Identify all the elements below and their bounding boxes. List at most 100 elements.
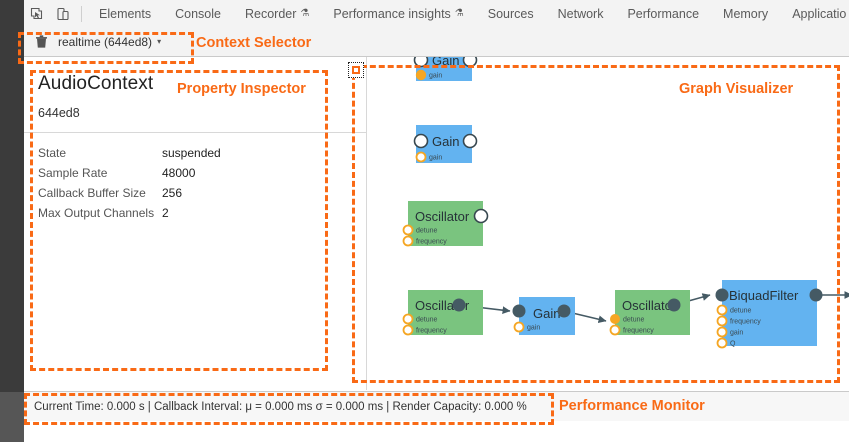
param-port-frequency[interactable]	[716, 315, 728, 327]
graph-visualizer-panel[interactable]: Gain gain Gain gain Oscillator	[367, 57, 849, 390]
property-value: 256	[162, 186, 183, 200]
param-port-gain[interactable]	[415, 151, 427, 163]
param-label: frequency	[416, 328, 447, 335]
tab-recorder[interactable]: Recorder ⚗	[233, 0, 321, 28]
inspect-cursor-icon[interactable]	[24, 0, 50, 28]
param-label: Q	[730, 341, 736, 348]
main-content: AudioContext 644ed8 State suspended Samp…	[24, 57, 849, 390]
node-type-label: Gain	[432, 134, 459, 149]
param-port-q[interactable]	[716, 337, 728, 349]
context-selector-value: realtime (644ed8)	[58, 35, 153, 49]
context-selector-bar: realtime (644ed8) ▾	[24, 28, 849, 57]
property-key: State	[38, 146, 67, 160]
annotation-label-graph-visualizer: Graph Visualizer	[679, 81, 794, 97]
node-input-port[interactable]	[715, 288, 729, 302]
property-table: State suspended Sample Rate 48000 Callba…	[38, 143, 348, 223]
node-type-label: Oscillator	[622, 298, 677, 313]
node-output-port[interactable]	[809, 288, 823, 302]
graph-node-gain-top[interactable]: Gain gain	[413, 57, 478, 81]
performance-monitor-text: Current Time: 0.000 s | Callback Interva…	[34, 401, 527, 413]
node-output-port[interactable]	[462, 133, 478, 149]
tab-label: Performance	[627, 7, 700, 21]
graph-node-biquad-1[interactable]: BiquadFilter detune frequency gain Q	[715, 280, 823, 349]
param-port-detune[interactable]	[610, 314, 620, 324]
tab-label: Performance insights	[333, 7, 451, 21]
tab-label: Console	[175, 7, 221, 21]
bottom-filler	[24, 421, 849, 442]
param-label: detune	[623, 317, 645, 324]
table-row: State suspended	[38, 143, 348, 163]
node-output-port[interactable]	[462, 57, 478, 68]
graph-node-gain-3[interactable]: Gain gain	[512, 297, 576, 335]
tab-application[interactable]: Applicatio	[780, 0, 849, 28]
tab-performance[interactable]: Performance	[615, 0, 711, 28]
node-output-port[interactable]	[452, 298, 466, 312]
param-label: gain	[429, 73, 442, 80]
tab-console[interactable]: Console	[163, 0, 233, 28]
node-input-port[interactable]	[512, 304, 526, 318]
page-title: AudioContext	[38, 73, 154, 94]
param-label: gain	[730, 330, 743, 337]
param-port-gain[interactable]	[415, 69, 427, 81]
param-port-frequency[interactable]	[402, 235, 414, 247]
audio-graph-svg[interactable]: Gain gain Gain gain Oscillator	[367, 57, 849, 390]
annotation-label-context-selector: Context Selector	[196, 35, 312, 51]
graph-node-osc-1[interactable]: Oscillator detune frequency	[402, 201, 489, 247]
param-port-detune[interactable]	[402, 224, 414, 236]
param-port-frequency[interactable]	[402, 324, 414, 336]
table-row: Callback Buffer Size 256	[38, 183, 348, 203]
panel-divider[interactable]	[366, 57, 367, 390]
param-port-detune[interactable]	[716, 304, 728, 316]
property-value: 48000	[162, 166, 196, 180]
param-port-gain[interactable]	[716, 326, 728, 338]
tab-network[interactable]: Network	[546, 0, 616, 28]
node-body[interactable]	[615, 290, 690, 335]
node-output-port[interactable]	[667, 298, 681, 312]
trash-icon[interactable]	[28, 35, 54, 49]
node-input-port[interactable]	[413, 57, 429, 68]
node-output-port[interactable]	[557, 304, 571, 318]
selection-handle[interactable]	[348, 62, 364, 78]
tab-label: Sources	[487, 7, 534, 21]
param-label: frequency	[623, 328, 654, 335]
property-value: suspended	[162, 146, 221, 160]
table-row: Max Output Channels 2	[38, 203, 348, 223]
node-input-port[interactable]	[413, 133, 429, 149]
node-body[interactable]	[408, 290, 483, 335]
node-output-port[interactable]	[473, 208, 489, 224]
experiment-flask-icon: ⚗	[300, 8, 310, 19]
inspector-divider	[24, 132, 366, 133]
node-type-label: BiquadFilter	[729, 288, 799, 303]
device-toolbar-icon[interactable]	[50, 0, 76, 28]
tab-elements[interactable]: Elements	[87, 0, 163, 28]
node-type-label: Gain	[533, 306, 560, 321]
tab-memory[interactable]: Memory	[711, 0, 780, 28]
tab-label: Memory	[723, 7, 769, 21]
param-label: detune	[416, 228, 438, 235]
node-body[interactable]	[408, 201, 483, 246]
experiment-flask-icon: ⚗	[454, 8, 464, 19]
param-port-gain[interactable]	[513, 321, 525, 333]
param-port-detune[interactable]	[402, 313, 414, 325]
tab-performance-insights[interactable]: Performance insights ⚗	[321, 0, 475, 28]
audio-context-dropdown[interactable]: realtime (644ed8) ▾	[54, 33, 165, 51]
tab-label: Network	[557, 7, 604, 21]
param-label: frequency	[416, 239, 447, 246]
tab-label: Applicatio	[792, 7, 847, 21]
param-label: detune	[730, 308, 752, 315]
left-gutter	[0, 0, 24, 442]
tab-label: Recorder	[244, 7, 297, 21]
node-body[interactable]	[722, 280, 817, 346]
param-label: gain	[429, 155, 442, 162]
tab-sources[interactable]: Sources	[476, 0, 546, 28]
param-label: detune	[416, 317, 438, 324]
property-key: Callback Buffer Size	[38, 186, 146, 200]
graph-node-gain-2[interactable]: Gain gain	[413, 125, 478, 163]
graph-node-osc-2[interactable]: Oscillator detune frequency	[402, 290, 484, 336]
chevron-down-icon: ▾	[157, 37, 162, 46]
graph-node-osc-3[interactable]: Oscillator detune frequency	[609, 290, 690, 336]
property-key: Sample Rate	[38, 166, 108, 180]
param-port-frequency[interactable]	[609, 324, 621, 336]
param-label: gain	[527, 325, 540, 332]
property-key: Max Output Channels	[38, 206, 155, 220]
